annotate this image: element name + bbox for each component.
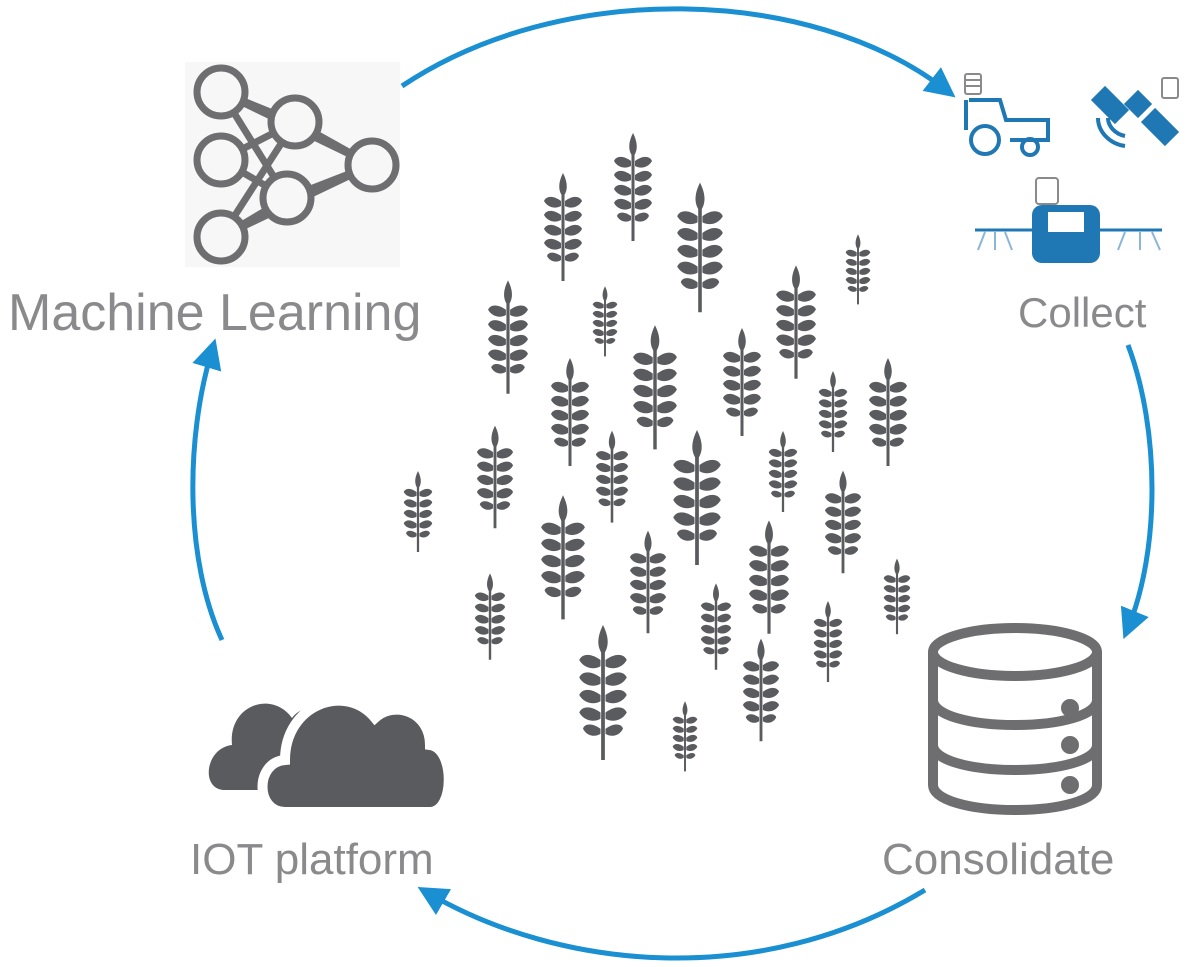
label-consolidate: Consolidate <box>882 835 1115 884</box>
label-collect: Collect <box>1018 289 1147 336</box>
arrow-consolidate-to-iot <box>417 886 927 961</box>
label-machine-learning: Machine Learning <box>8 284 422 342</box>
wheat-stalk-icon <box>699 582 733 671</box>
wheat-stalk-icon <box>475 424 515 530</box>
wheat-stalk-icon <box>812 599 844 684</box>
sprayer-icon <box>975 177 1162 263</box>
label-iot-platform: IOT platform <box>190 835 434 884</box>
tractor-icon <box>964 73 1050 157</box>
wheat-stalk-icon <box>473 572 507 661</box>
wheat-stalk-icon <box>542 171 584 283</box>
database-icon <box>928 623 1102 816</box>
cloud-icon <box>208 695 454 817</box>
wheat-stalk-icon <box>539 493 587 622</box>
neural-network-icon <box>185 62 400 267</box>
wheat-stalk-icon <box>867 356 909 468</box>
wheat-stalk-icon <box>721 326 763 438</box>
wheat-stalk-icon <box>817 369 849 454</box>
wheat-stalk-icon <box>631 323 679 452</box>
wheat-field-icon <box>402 131 912 773</box>
wheat-stalk-icon <box>774 263 818 381</box>
arrow-iot-to-ml <box>190 338 225 642</box>
wheat-stalk-icon <box>402 469 434 554</box>
wheat-stalk-icon <box>741 637 781 743</box>
wheat-stalk-icon <box>577 623 629 762</box>
wheat-stalk-icon <box>823 469 863 575</box>
wheat-stalk-icon <box>844 233 872 306</box>
wheat-stalk-icon <box>591 285 619 358</box>
wheat-stalk-icon <box>882 557 912 636</box>
wheat-stalk-icon <box>671 700 699 773</box>
wheat-stalk-icon <box>594 429 630 524</box>
wheat-stalk-icon <box>671 428 723 567</box>
arrow-ml-to-collect <box>400 6 956 98</box>
wheat-stalk-icon <box>612 131 654 243</box>
wheat-stalk-icon <box>747 518 791 636</box>
wheat-stalk-icon <box>549 356 591 468</box>
wheat-stalk-icon <box>628 529 668 635</box>
satellite-icon <box>1090 77 1180 148</box>
arrow-collect-to-consolidate <box>1120 344 1155 640</box>
wheat-stalk-icon <box>675 180 725 315</box>
wheat-stalk-icon <box>767 429 799 514</box>
wheat-stalk-icon <box>486 278 530 396</box>
